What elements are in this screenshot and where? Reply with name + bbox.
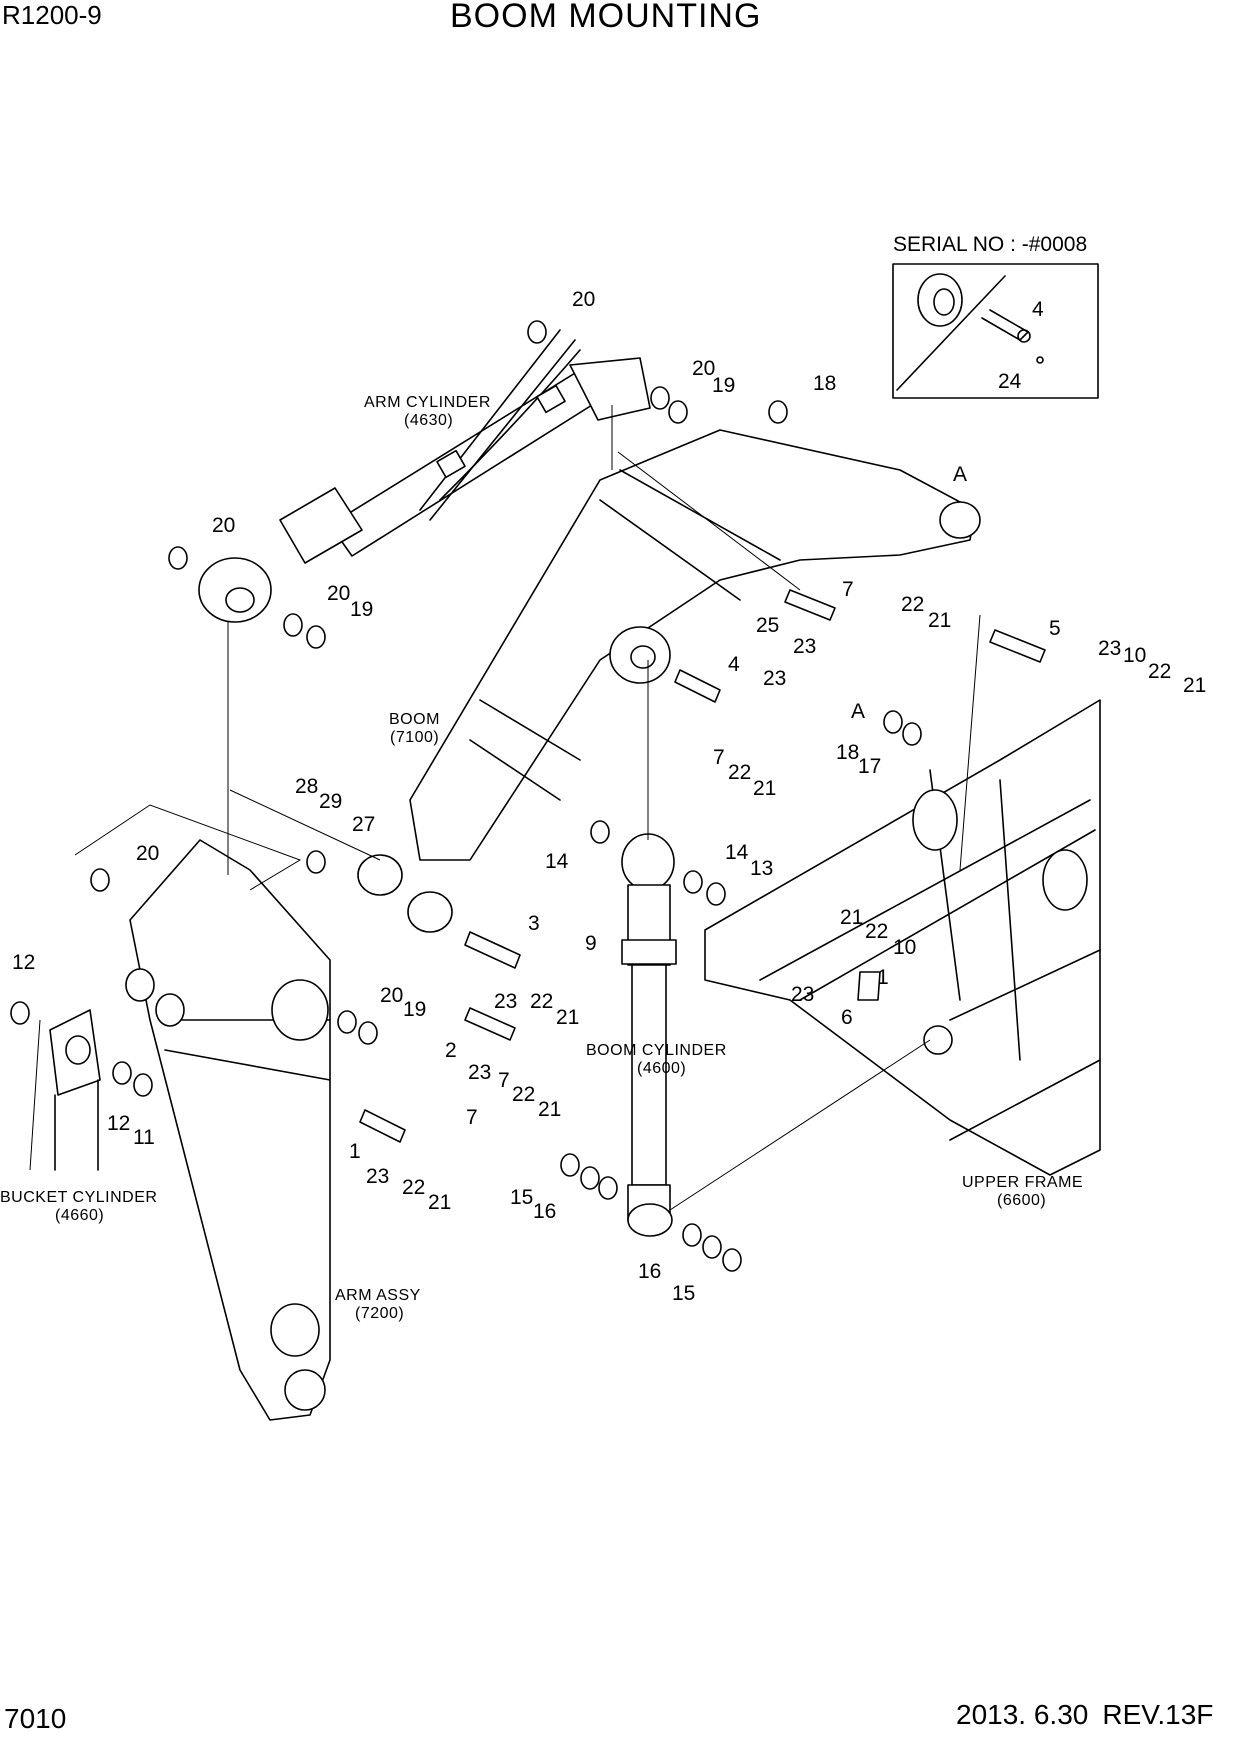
arm-assy-drawing bbox=[125, 839, 331, 1421]
assembly-labels: ARM CYLINDER (4630) BOOM (7100) BOOM CYL… bbox=[0, 394, 1083, 1322]
callout: 21 bbox=[753, 777, 776, 800]
callout: 7 bbox=[466, 1106, 478, 1129]
callout: 18 bbox=[813, 372, 836, 395]
assembly-name: ARM ASSY bbox=[335, 1287, 421, 1304]
callout: 20 bbox=[327, 582, 350, 605]
callout: 23 bbox=[763, 667, 786, 690]
upper-frame-drawing bbox=[704, 699, 1101, 1176]
callout: 20 bbox=[212, 514, 235, 537]
callout: 23 bbox=[468, 1061, 491, 1084]
callout: 18 bbox=[836, 741, 859, 764]
callout: 22 bbox=[402, 1176, 425, 1199]
page-number: 7010 bbox=[4, 1703, 67, 1734]
assembly-code: (4660) bbox=[55, 1207, 104, 1224]
callout: 10 bbox=[1123, 644, 1146, 667]
callout: 2 bbox=[445, 1039, 457, 1062]
callout: 21 bbox=[928, 609, 951, 632]
callout: 22 bbox=[901, 593, 924, 616]
assembly-code: (7100) bbox=[390, 729, 439, 746]
bucket-cylinder-drawing bbox=[49, 1009, 101, 1171]
callout: 12 bbox=[12, 951, 35, 974]
callout-labels: 20 20 19 18 A 20 20 19 7 22 21 25 23 5 2… bbox=[12, 288, 1206, 1305]
callout: 21 bbox=[556, 1006, 579, 1029]
callout: 20 bbox=[380, 984, 403, 1007]
callout: 5 bbox=[1049, 617, 1061, 640]
callout: 16 bbox=[638, 1260, 661, 1283]
serial-number-label: SERIAL NO : -#0008 bbox=[893, 233, 1088, 256]
callout: 14 bbox=[725, 841, 749, 864]
callout: 21 bbox=[428, 1191, 451, 1214]
callout: 22 bbox=[1148, 660, 1171, 683]
inset-callout: 4 bbox=[1032, 298, 1044, 321]
callout: A bbox=[953, 463, 967, 486]
callout: 16 bbox=[533, 1200, 556, 1223]
callout: A bbox=[851, 700, 865, 723]
callout: 25 bbox=[756, 614, 779, 637]
revision-code: REV.13F bbox=[1102, 1699, 1214, 1730]
alignment-lines bbox=[29, 405, 981, 1211]
callout: 6 bbox=[841, 1006, 853, 1029]
assembly-name: BOOM CYLINDER bbox=[586, 1042, 727, 1059]
callout: 23 bbox=[366, 1165, 389, 1188]
callout: 29 bbox=[319, 790, 342, 813]
assembly-code: (4600) bbox=[637, 1060, 686, 1077]
revision-info: 2013. 6.30 REV.13F bbox=[956, 1699, 1213, 1731]
callout: 19 bbox=[350, 598, 373, 621]
assembly-code: (7200) bbox=[355, 1305, 404, 1322]
callout: 23 bbox=[494, 990, 517, 1013]
assembly-name: UPPER FRAME bbox=[962, 1174, 1083, 1191]
callout: 7 bbox=[713, 746, 725, 769]
callout: 3 bbox=[528, 912, 540, 935]
callout: 4 bbox=[728, 653, 740, 676]
callout: 17 bbox=[858, 755, 881, 778]
revision-date: 2013. 6.30 bbox=[956, 1699, 1089, 1730]
callout: 20 bbox=[692, 357, 715, 380]
callout: 21 bbox=[538, 1098, 561, 1121]
callout: 23 bbox=[793, 635, 816, 658]
callout: 19 bbox=[712, 374, 735, 397]
callout: 15 bbox=[672, 1282, 695, 1305]
pins-hardware bbox=[10, 320, 1046, 1272]
callout: 10 bbox=[893, 936, 916, 959]
model-code: R1200-9 bbox=[2, 0, 102, 30]
callout: 7 bbox=[842, 578, 854, 601]
callout: 22 bbox=[512, 1083, 535, 1106]
callout: 20 bbox=[572, 288, 595, 311]
callout: 15 bbox=[510, 1186, 533, 1209]
callout: 7 bbox=[498, 1069, 510, 1092]
callout: 28 bbox=[295, 775, 318, 798]
callout: 23 bbox=[1098, 637, 1121, 660]
assembly-code: (4630) bbox=[404, 412, 453, 429]
callout: 1 bbox=[349, 1140, 361, 1163]
callout: 13 bbox=[750, 857, 773, 880]
callout: 1 bbox=[877, 966, 889, 989]
callout: 9 bbox=[585, 932, 597, 955]
callout: 19 bbox=[403, 998, 426, 1021]
callout: 14 bbox=[545, 850, 569, 873]
callout: 20 bbox=[136, 842, 159, 865]
callout: 27 bbox=[352, 813, 375, 836]
assembly-code: (6600) bbox=[997, 1192, 1046, 1209]
assembly-name: BUCKET CYLINDER bbox=[0, 1189, 157, 1206]
callout: 21 bbox=[1183, 674, 1206, 697]
page-title: BOOM MOUNTING bbox=[450, 0, 762, 35]
assembly-name: ARM CYLINDER bbox=[364, 394, 491, 411]
boom-cylinder-drawing bbox=[621, 833, 677, 1237]
boom-drawing bbox=[357, 429, 981, 933]
assembly-name: BOOM bbox=[389, 711, 440, 728]
arm-cylinder-drawing bbox=[198, 329, 651, 623]
serial-inset bbox=[892, 263, 1099, 399]
callout: 12 bbox=[107, 1112, 130, 1135]
callout: 21 bbox=[840, 906, 863, 929]
callout: 22 bbox=[530, 990, 553, 1013]
callout: 11 bbox=[133, 1126, 155, 1149]
inset-callout: 24 bbox=[998, 370, 1022, 393]
callout: 23 bbox=[791, 983, 814, 1006]
callout: 22 bbox=[728, 761, 751, 784]
callout: 22 bbox=[865, 920, 888, 943]
